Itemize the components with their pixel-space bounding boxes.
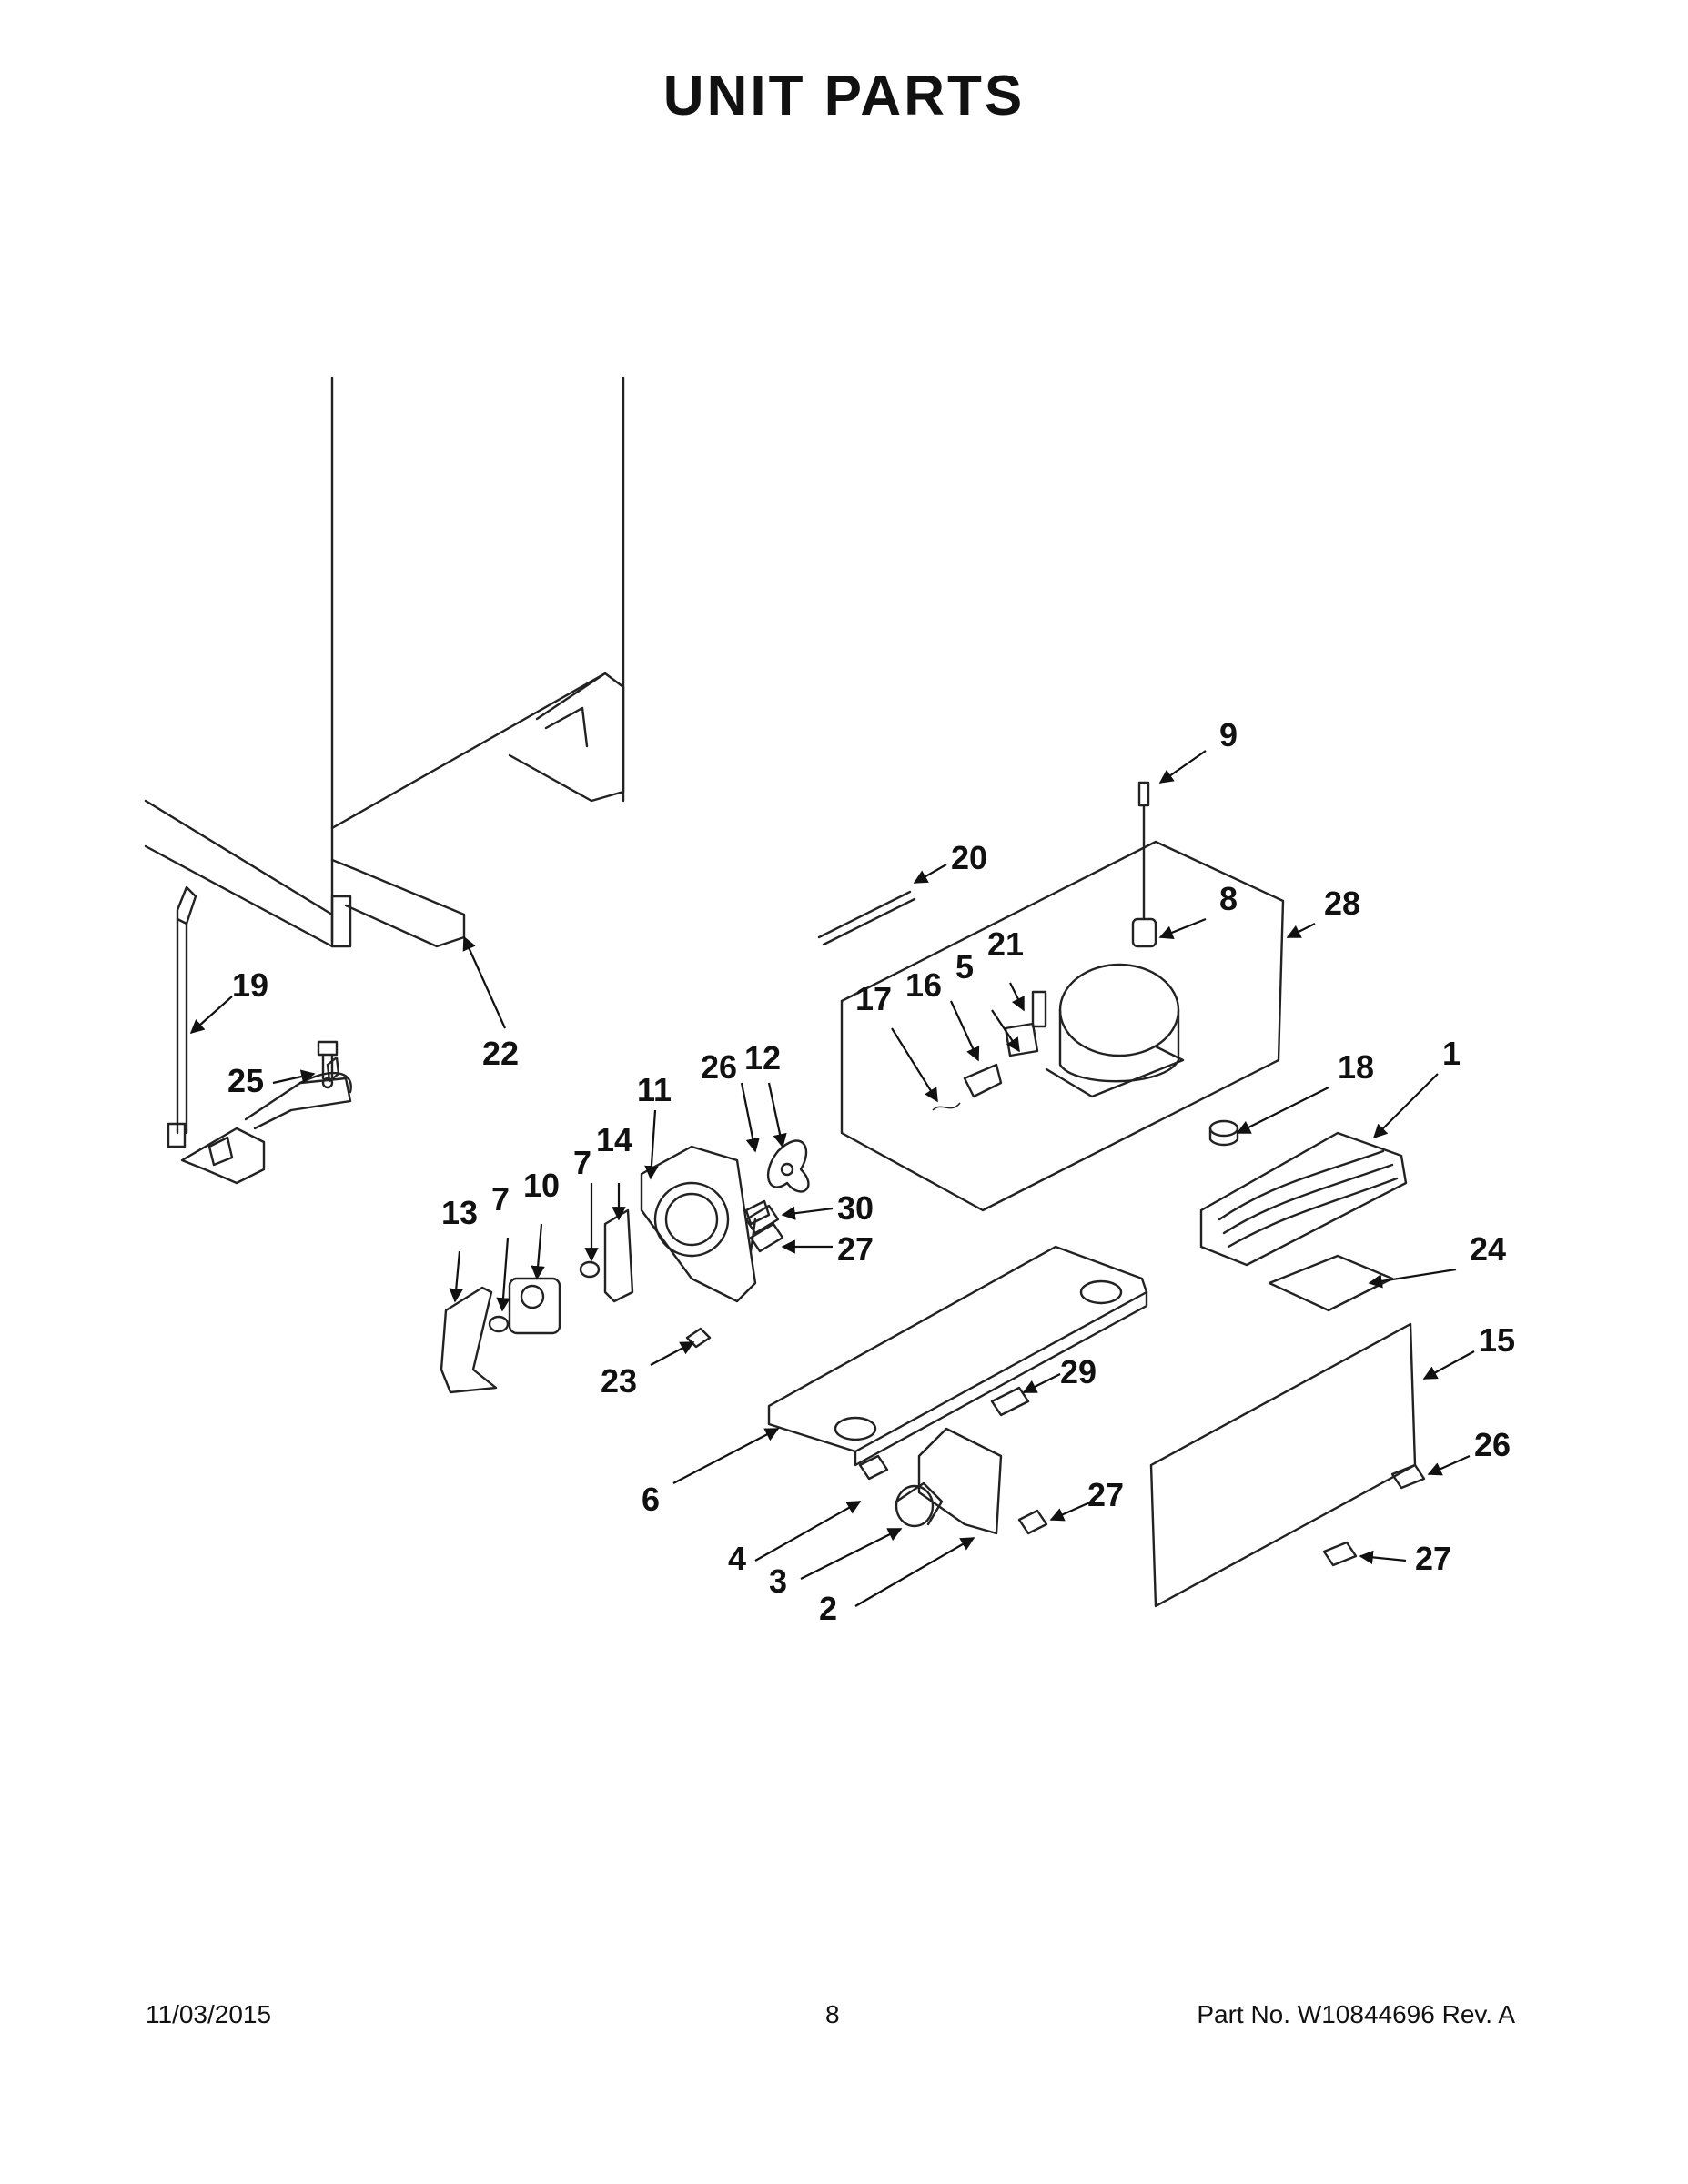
callout-8: 8: [1219, 880, 1238, 917]
callout-30: 30: [837, 1189, 874, 1227]
bracket-part-2: [917, 1427, 1003, 1535]
callout-3: 3: [769, 1562, 787, 1600]
callout-4: 4: [728, 1540, 746, 1577]
callout-14: 14: [596, 1121, 632, 1158]
callout-17: 17: [855, 980, 892, 1017]
callout-11: 11: [637, 1071, 672, 1108]
footer-date: 11/03/2015: [146, 2000, 272, 2028]
callout-28: 28: [1324, 885, 1360, 922]
bracket-part-14: [603, 1208, 634, 1303]
drain-pan-part-1: [1199, 1131, 1408, 1267]
rod-part-20: [817, 890, 916, 946]
page-title: UNIT PARTS: [662, 65, 1026, 127]
callout-leaders: [189, 750, 1475, 1607]
base-rail-part-6: [767, 1245, 1148, 1467]
callout-26: 26: [701, 1048, 737, 1086]
callout-10: 10: [523, 1167, 560, 1204]
callout-27: 27: [837, 1230, 874, 1268]
callout-21: 21: [987, 925, 1024, 963]
callout-26: 26: [1474, 1426, 1511, 1463]
callout-1: 1: [1442, 1035, 1461, 1072]
callout-7: 7: [491, 1180, 510, 1218]
fan-blade-part-12: [766, 1139, 810, 1193]
callout-2: 2: [819, 1590, 837, 1627]
footer-page-number: 8: [825, 2000, 840, 2028]
callout-18: 18: [1338, 1048, 1374, 1086]
callout-15: 15: [1479, 1321, 1515, 1359]
callout-23: 23: [601, 1362, 637, 1400]
callout-27: 27: [1087, 1476, 1124, 1513]
fan-bracket-part-11: [640, 1145, 757, 1303]
callout-25: 25: [227, 1062, 264, 1099]
callout-24: 24: [1470, 1230, 1506, 1268]
footer-part-number: Part No. W10844696 Rev. A: [1197, 2000, 1515, 2028]
compressor-assembly: [840, 781, 1285, 1212]
callout-19: 19: [232, 966, 268, 1004]
callout-20: 20: [951, 839, 987, 876]
power-cord-harness: [167, 885, 352, 1185]
bracket-part-13: [440, 1286, 498, 1394]
callout-16: 16: [905, 966, 942, 1004]
back-panel-part-15: [1149, 1322, 1417, 1608]
bushing-part-7: [488, 1260, 601, 1333]
callout-5: 5: [955, 948, 974, 986]
relay-part-3: [895, 1481, 944, 1528]
cabinet-outline: [144, 376, 625, 948]
callout-labels: 9 20 8 28 21 5 16 17 18 1 19 25 22 26 12…: [227, 716, 1515, 1627]
callout-13: 13: [441, 1194, 478, 1231]
callout-22: 22: [482, 1035, 519, 1072]
callout-27: 27: [1415, 1540, 1451, 1577]
screws: [326, 1056, 1426, 1567]
callout-12: 12: [744, 1039, 781, 1077]
callout-7: 7: [573, 1144, 591, 1181]
grommet-part-18: [1208, 1119, 1239, 1147]
callout-29: 29: [1060, 1353, 1097, 1390]
callout-9: 9: [1219, 716, 1238, 753]
fan-motor-part-10: [508, 1277, 561, 1335]
callout-6: 6: [642, 1481, 660, 1518]
